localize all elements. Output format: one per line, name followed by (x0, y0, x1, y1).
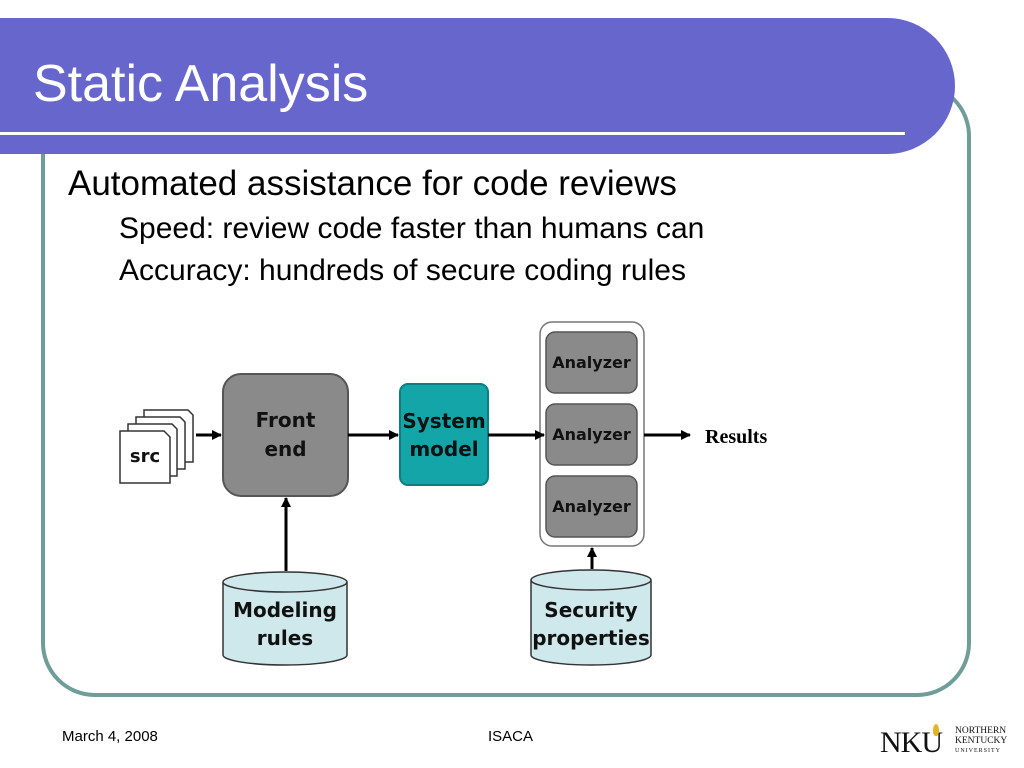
front-end-label-line1: Front (256, 408, 316, 432)
modeling-rules-label-line2: rules (257, 626, 313, 650)
content-frame (41, 82, 971, 697)
security-properties-label-line1: Security (544, 598, 637, 622)
analyzer-label-1: Analyzer (552, 353, 631, 372)
footer-date: March 4, 2008 (62, 728, 158, 745)
footer-center-text: ISACA (488, 728, 534, 745)
src-label: src (130, 446, 160, 467)
security-properties-label-line2: properties (532, 626, 650, 650)
bullet-sub-accuracy: Accuracy: hundreds of secure coding rule… (119, 254, 686, 287)
nku-logo-wordmark: NORTHERN KENTUCKY UNIVERSITY (955, 726, 1007, 756)
title-bar: Static Analysis (0, 18, 955, 154)
analyzer-group: Analyzer Analyzer Analyzer (539, 321, 645, 547)
system-model-label-line2: model (409, 437, 478, 461)
analyzer-label-3: Analyzer (552, 497, 631, 516)
system-model-label-line1: System (402, 409, 485, 433)
bullet-sub-speed: Speed: review code faster than humans ca… (119, 212, 705, 245)
front-end-box: Front end (222, 373, 349, 497)
nku-logo-line-3: UNIVERSITY (955, 748, 1001, 754)
title-underline (0, 132, 905, 135)
front-end-label-line2: end (264, 437, 306, 461)
nku-logo-mark: NKU (880, 726, 943, 759)
nku-logo: NKU NORTHERN KENTUCKY UNIVERSITY (880, 723, 1020, 761)
results-label: Results (705, 426, 767, 448)
modeling-rules-database: Modeling rules (222, 571, 348, 666)
modeling-rules-label-line1: Modeling (233, 598, 337, 622)
security-properties-database: Security properties (530, 569, 652, 666)
nku-logo-line-1: NORTHERN (955, 726, 1007, 736)
src-document-stack-icon: src (119, 409, 194, 484)
slide-title: Static Analysis (33, 55, 369, 113)
nku-logo-line-2: KENTUCKY (955, 736, 1008, 746)
flame-icon (933, 724, 939, 736)
system-model-box: System model (399, 383, 489, 486)
analyzer-label-2: Analyzer (552, 425, 631, 444)
bullet-main: Automated assistance for code reviews (68, 164, 677, 203)
